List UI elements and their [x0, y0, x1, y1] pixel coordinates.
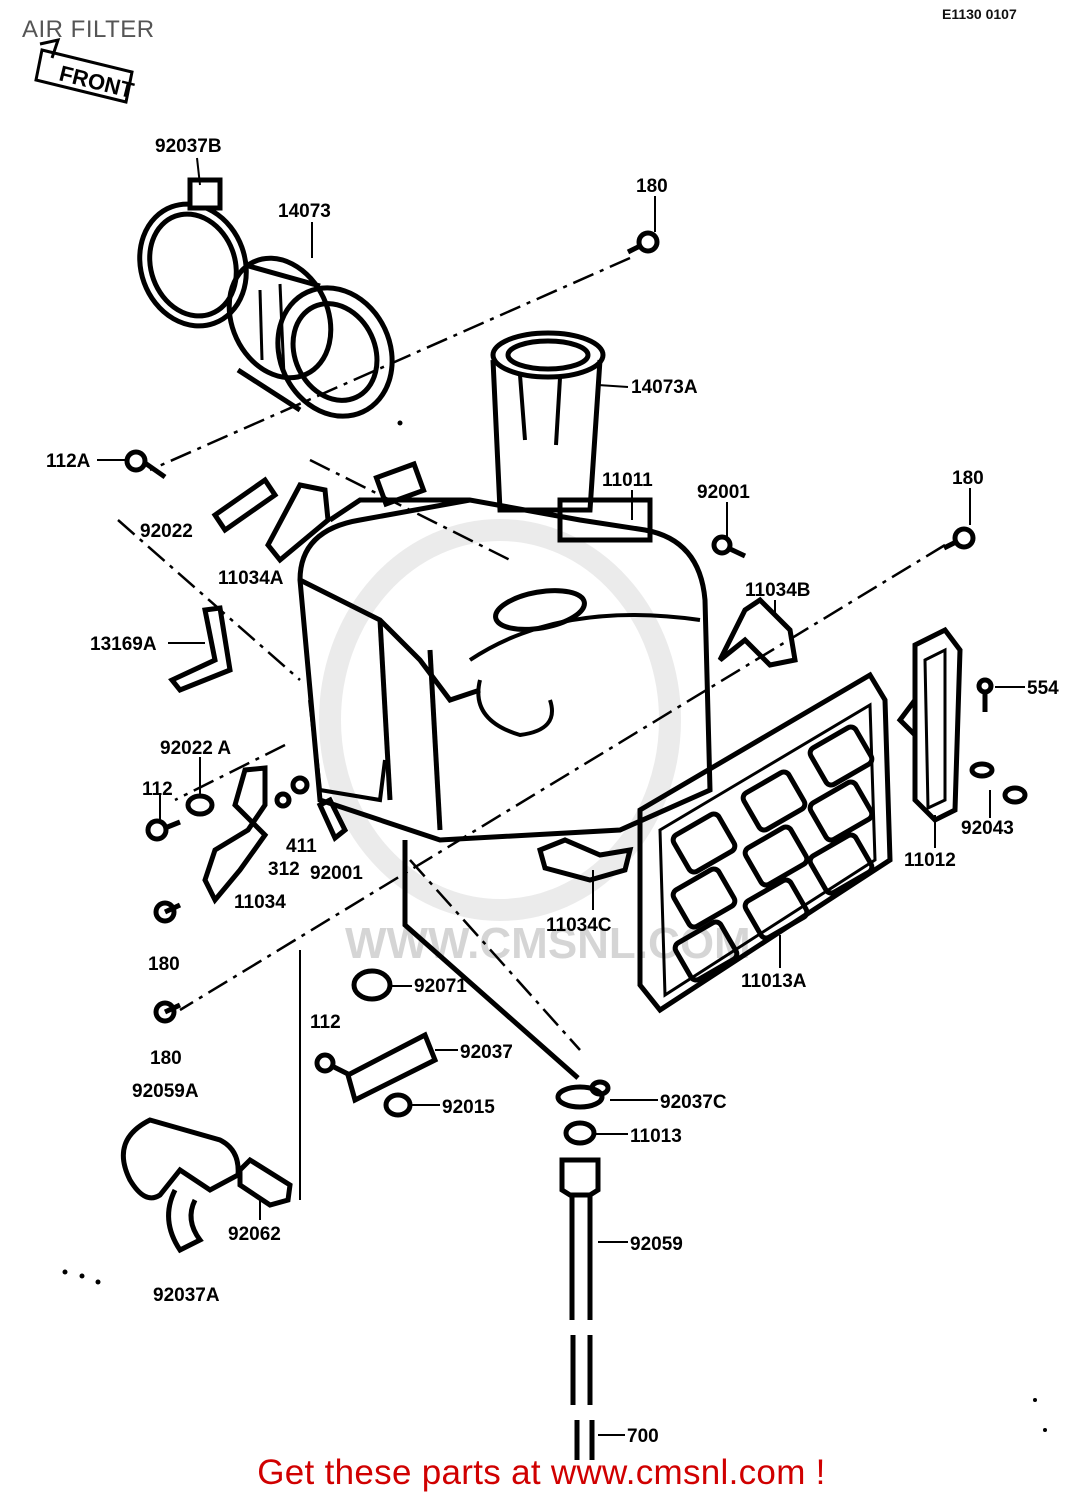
part-label: 11034B	[745, 580, 811, 601]
part-label: 92001	[310, 863, 363, 884]
leader-lines	[97, 157, 1025, 1436]
part-label: 180	[148, 954, 180, 975]
part-label: 112A	[46, 451, 91, 472]
front-label: FRONT	[57, 61, 137, 104]
catalog-code: E1130 0107	[942, 6, 1017, 22]
part-drain-hose	[402, 840, 611, 1460]
part-label: 92037	[460, 1042, 513, 1063]
parts-shop-link[interactable]: Get these parts at www.cmsnl.com !	[257, 1453, 826, 1492]
part-label: 92062	[228, 1224, 281, 1245]
part-label: 92037C	[660, 1092, 727, 1113]
part-label: 92037B	[155, 136, 222, 157]
screw-icon	[124, 230, 994, 1077]
part-duct-14073	[226, 255, 395, 419]
part-brackets	[168, 460, 798, 1104]
part-label: 180	[636, 176, 668, 197]
part-label: 554	[1027, 678, 1059, 699]
part-label: 180	[952, 468, 984, 489]
part-label: 14073A	[631, 377, 698, 398]
part-label: 92059A	[132, 1081, 199, 1102]
part-label: 13169A	[90, 634, 157, 655]
part-label: 92071	[414, 976, 467, 997]
part-label: 92015	[442, 1097, 495, 1118]
part-label: 11034C	[546, 915, 612, 936]
part-label: 92001	[697, 482, 750, 503]
page-title: AIR FILTER	[22, 16, 155, 43]
part-label: 92022	[140, 521, 193, 542]
part-snorkel-14073a	[490, 330, 606, 513]
part-label: 11012	[904, 850, 956, 871]
part-label: 11034A	[218, 568, 284, 589]
decorative-dots	[62, 420, 1047, 1432]
part-label: 92043	[961, 818, 1014, 839]
part-label: 11011	[602, 470, 653, 491]
part-label: 112	[310, 1012, 341, 1033]
part-label: 11013	[630, 1126, 682, 1147]
part-label: 14073	[278, 201, 331, 222]
front-arrow-icon: FRONT	[34, 37, 137, 104]
part-frame-11012	[896, 626, 963, 824]
part-breather-hose	[120, 1117, 293, 1254]
part-label: 92037A	[153, 1285, 220, 1306]
part-label: 180	[150, 1048, 182, 1069]
part-label: 11013A	[741, 971, 807, 992]
part-labels: 92037B 14073 180 14073A 112A 11011 92001…	[46, 136, 1059, 1447]
part-label: 11034	[234, 892, 286, 913]
part-label: 312	[268, 859, 300, 880]
part-label: 112	[142, 779, 173, 800]
part-label: 411	[286, 836, 317, 857]
part-label: 92059	[630, 1234, 683, 1255]
part-airbox-11011	[297, 497, 713, 843]
watermark: WWW.CMSNL.COM	[319, 519, 751, 968]
part-filter-11013a	[637, 671, 893, 1014]
part-label: 700	[627, 1426, 659, 1447]
part-clamp-92037b	[137, 177, 249, 329]
part-label: 92022 A	[160, 738, 231, 759]
